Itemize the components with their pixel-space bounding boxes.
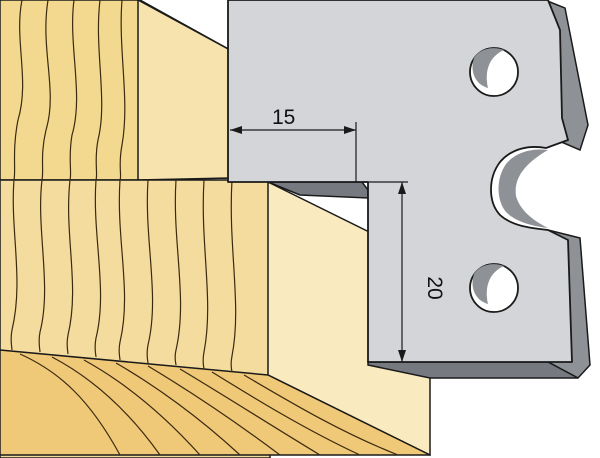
width-arrow-left (230, 126, 242, 134)
mounting-hole-top (469, 47, 519, 97)
wood-rabbet-face (137, 0, 231, 181)
wood-bottom-face (0, 349, 431, 456)
wood-grain-lines (10, 0, 399, 456)
wood-workpiece (0, 0, 431, 458)
width-dimension-label: 15 (272, 106, 295, 129)
height-dimension-label: 20 (423, 276, 446, 299)
dimension-height: 20 (362, 181, 446, 362)
knife-notch-shadow (498, 149, 548, 228)
height-arrow-bottom (398, 350, 406, 362)
mounting-hole-bottom (469, 263, 519, 313)
dimension-width: 15 (230, 106, 357, 182)
width-arrow-right (344, 126, 356, 134)
height-arrow-top (398, 182, 406, 194)
profile-knife (227, 0, 591, 379)
